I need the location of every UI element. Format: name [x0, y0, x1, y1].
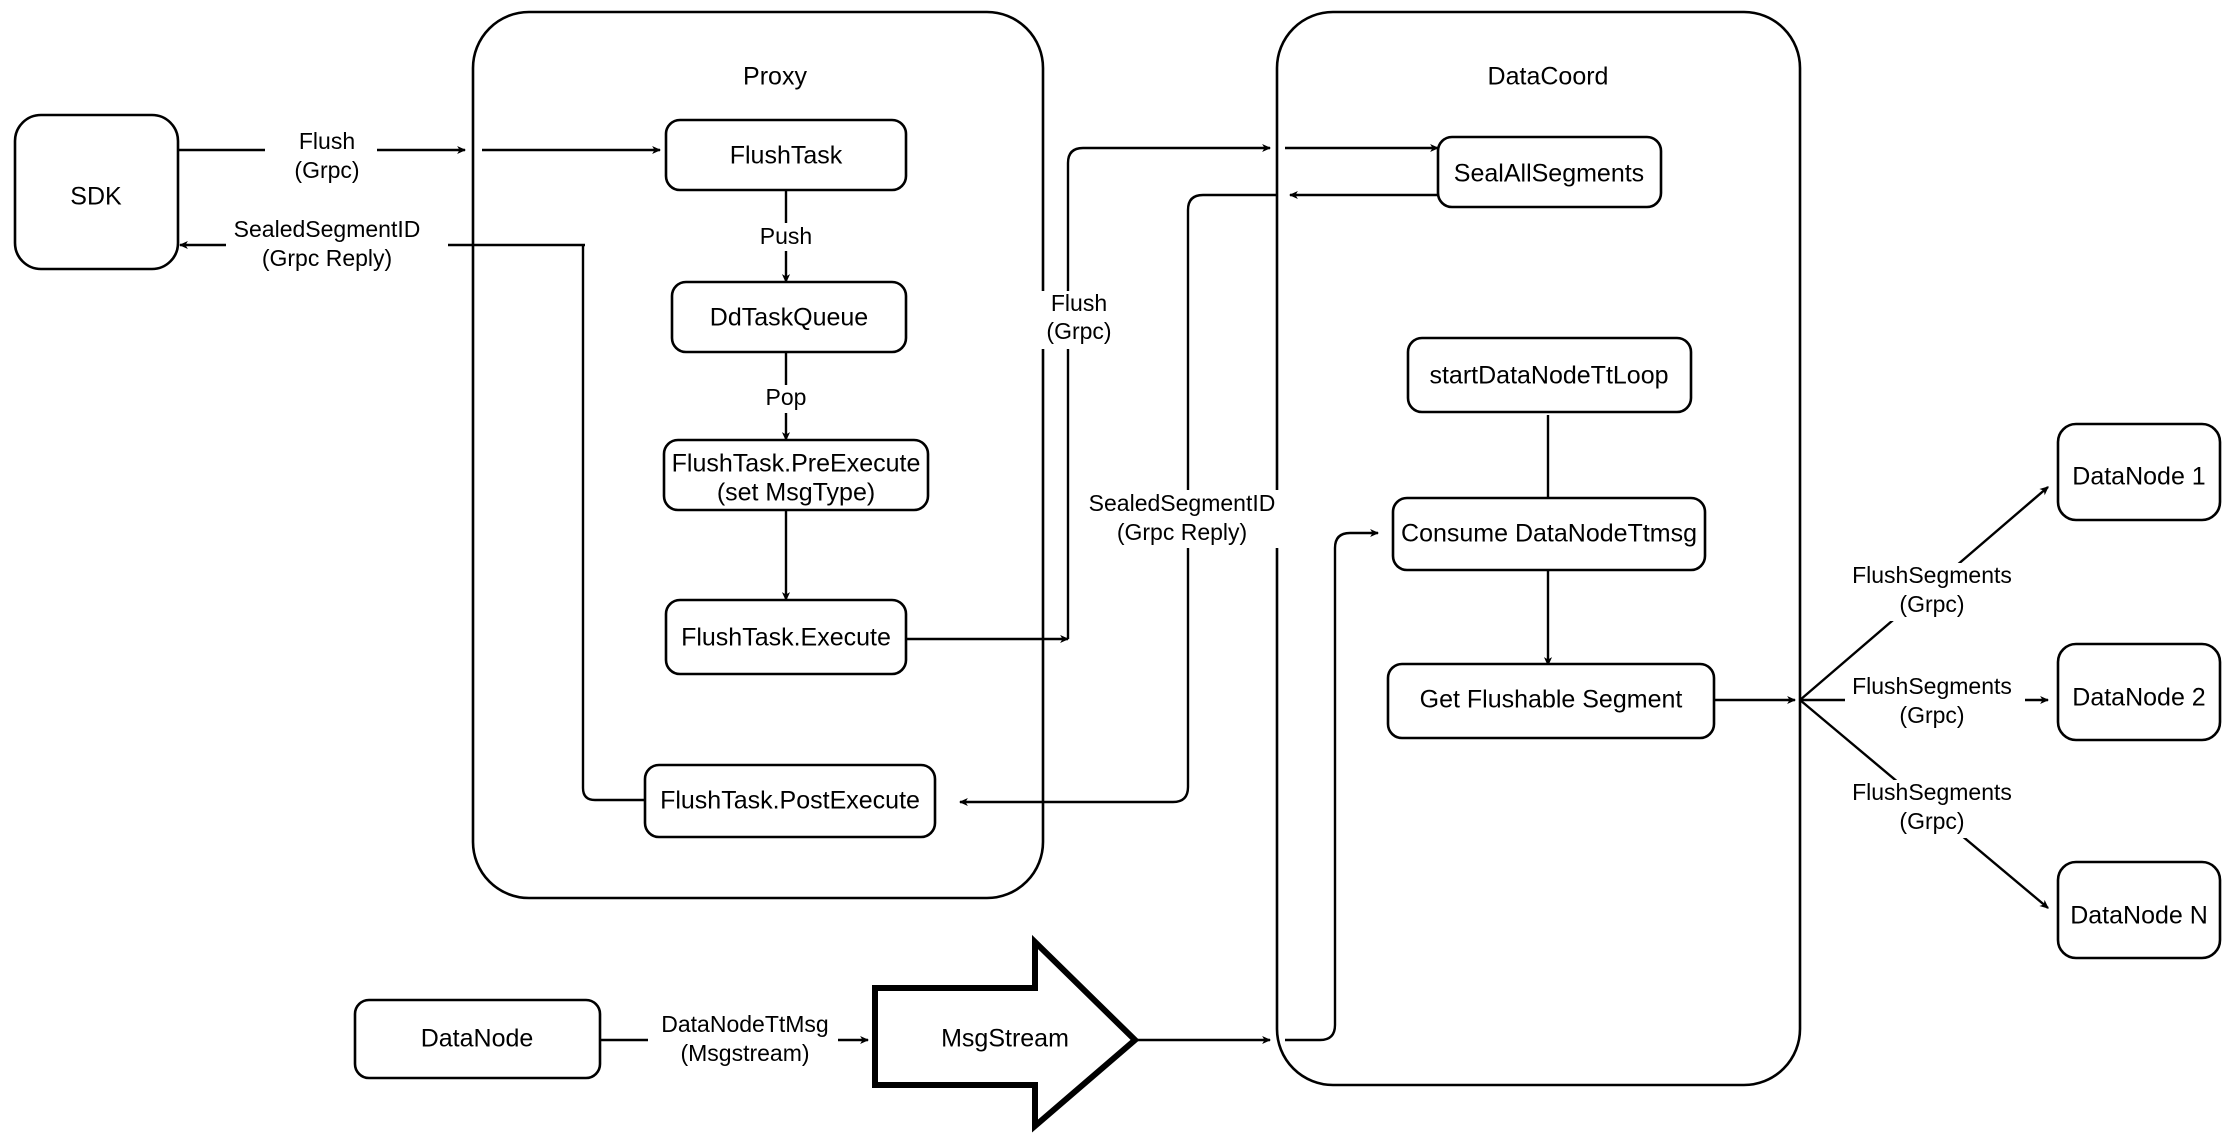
push-label: Push	[760, 223, 812, 249]
flushsegments-n-label-line2: (Grpc)	[1899, 808, 1964, 834]
get-flushable-segment-label: Get Flushable Segment	[1420, 686, 1683, 714]
sealed-mid-label-line1: SealedSegmentID	[1089, 490, 1276, 516]
datanode-2-box[interactable]	[2056, 642, 2222, 742]
preexecute-box[interactable]	[662, 438, 930, 512]
consume-datanodettmsg-label: Consume DataNodeTtmsg	[1401, 520, 1697, 548]
label-flush-grpc-sdk: Flush (Grpc)	[265, 128, 377, 183]
flushtask-box[interactable]	[664, 118, 908, 192]
datanode-n-label: DataNode N	[2070, 902, 2208, 930]
ddtaskqueue-label: DdTaskQueue	[710, 304, 868, 332]
container-proxy: Proxy	[471, 10, 1045, 900]
get-flushable-segment-box[interactable]	[1386, 662, 1716, 740]
sealedsegmentid-label-line2: (Grpc Reply)	[262, 245, 392, 271]
node-flushtask-preexecute[interactable]: FlushTask.PreExecute (set MsgType)	[662, 438, 930, 512]
node-msgstream[interactable]: MsgStream	[872, 934, 1140, 1133]
flushtask-label: FlushTask	[730, 142, 843, 170]
datanodettmsg-label-line1: DataNodeTtMsg	[661, 1011, 828, 1037]
label-flushsegments-2: FlushSegments (Grpc)	[1845, 673, 2025, 732]
container-datacoord: DataCoord	[1275, 10, 1802, 1087]
datanode-producer-label: DataNode	[421, 1025, 534, 1053]
flushsegments-n-label-line1: FlushSegments	[1852, 779, 2012, 805]
flush-mid-label-line1: Flush	[1051, 290, 1107, 316]
postexecute-box[interactable]	[643, 763, 937, 839]
label-push: Push	[755, 223, 817, 251]
datacoord-container-label: DataCoord	[1488, 63, 1609, 91]
sealallsegments-box[interactable]	[1436, 135, 1663, 209]
postexecute-label: FlushTask.PostExecute	[660, 787, 920, 815]
label-pop: Pop	[760, 384, 812, 413]
pop-label: Pop	[766, 384, 807, 410]
datanode-2-label: DataNode 2	[2072, 684, 2205, 712]
node-datanode-1[interactable]: DataNode 1	[2056, 422, 2222, 522]
label-sealedsegmentid-sdk: SealedSegmentID (Grpc Reply)	[226, 216, 448, 271]
node-datanode-n[interactable]: DataNode N	[2056, 860, 2222, 960]
flush-grpc-label-line2: (Grpc)	[294, 157, 359, 183]
msgstream-label: MsgStream	[941, 1025, 1069, 1053]
datanode-n-box[interactable]	[2056, 860, 2222, 960]
node-datanode-2[interactable]: DataNode 2	[2056, 642, 2222, 742]
node-ddtaskqueue[interactable]: DdTaskQueue	[670, 280, 908, 354]
datanode-producer-box[interactable]	[353, 998, 602, 1080]
flush-grpc-label-line1: Flush	[299, 128, 355, 154]
flushsegments-1-label-line2: (Grpc)	[1899, 591, 1964, 617]
node-flushtask-postexecute[interactable]: FlushTask.PostExecute	[643, 763, 937, 839]
preexecute-label-line1: FlushTask.PreExecute	[672, 450, 921, 478]
sealallsegments-label: SealAllSegments	[1454, 160, 1644, 188]
node-sealallsegments[interactable]: SealAllSegments	[1436, 135, 1663, 209]
node-datanode-producer[interactable]: DataNode	[353, 998, 602, 1080]
execute-box[interactable]	[664, 598, 908, 676]
preexecute-label-line2: (set MsgType)	[717, 479, 875, 507]
startdatanodettloop-box[interactable]	[1406, 336, 1693, 414]
label-datanodettmsg: DataNodeTtMsg (Msgstream)	[648, 1011, 838, 1068]
node-get-flushable-segment[interactable]: Get Flushable Segment	[1386, 662, 1716, 740]
sdk-box[interactable]	[13, 113, 180, 271]
sdk-label: SDK	[70, 183, 122, 211]
datanodettmsg-label-line2: (Msgstream)	[680, 1040, 809, 1066]
execute-label: FlushTask.Execute	[681, 624, 891, 652]
edge-datacoord-rail-to-consume	[1285, 528, 1380, 1042]
datanode-1-box[interactable]	[2056, 422, 2222, 522]
node-flushtask-execute[interactable]: FlushTask.Execute	[664, 598, 908, 676]
node-sdk[interactable]: SDK	[13, 113, 180, 271]
sealed-mid-label-line2: (Grpc Reply)	[1117, 519, 1247, 545]
startdatanodettloop-label: startDataNodeTtLoop	[1429, 362, 1668, 390]
edge-flush-grpc-rail-to-datacoord	[1066, 143, 1272, 639]
label-flushsegments-1: FlushSegments (Grpc)	[1845, 562, 2025, 621]
flush-mid-label-line2: (Grpc)	[1046, 318, 1111, 344]
node-flushtask[interactable]: FlushTask	[664, 118, 908, 192]
proxy-container-label: Proxy	[743, 63, 807, 91]
msgstream-arrow-shape[interactable]	[872, 934, 1140, 1133]
flushsegments-1-label-line1: FlushSegments	[1852, 562, 2012, 588]
flushsegments-2-label-line2: (Grpc)	[1899, 702, 1964, 728]
datanode-1-label: DataNode 1	[2072, 463, 2205, 491]
datacoord-container-rect	[1275, 10, 1802, 1087]
consume-datanodettmsg-box[interactable]	[1391, 496, 1707, 572]
node-startdatanodettloop[interactable]: startDataNodeTtLoop	[1406, 336, 1693, 414]
node-consume-datanodettmsg[interactable]: Consume DataNodeTtmsg	[1391, 496, 1707, 572]
edge-postexecute-to-reply-rail	[581, 245, 645, 802]
label-flushsegments-n: FlushSegments (Grpc)	[1845, 779, 2025, 838]
label-sealedsegmentid-mid: SealedSegmentID (Grpc Reply)	[1089, 490, 1286, 548]
label-flush-grpc-mid: Flush (Grpc)	[1021, 290, 1117, 349]
sealedsegmentid-label-line1: SealedSegmentID	[234, 216, 421, 242]
flushsegments-2-label-line1: FlushSegments	[1852, 673, 2012, 699]
proxy-container-rect	[471, 10, 1045, 900]
ddtaskqueue-box[interactable]	[670, 280, 908, 354]
